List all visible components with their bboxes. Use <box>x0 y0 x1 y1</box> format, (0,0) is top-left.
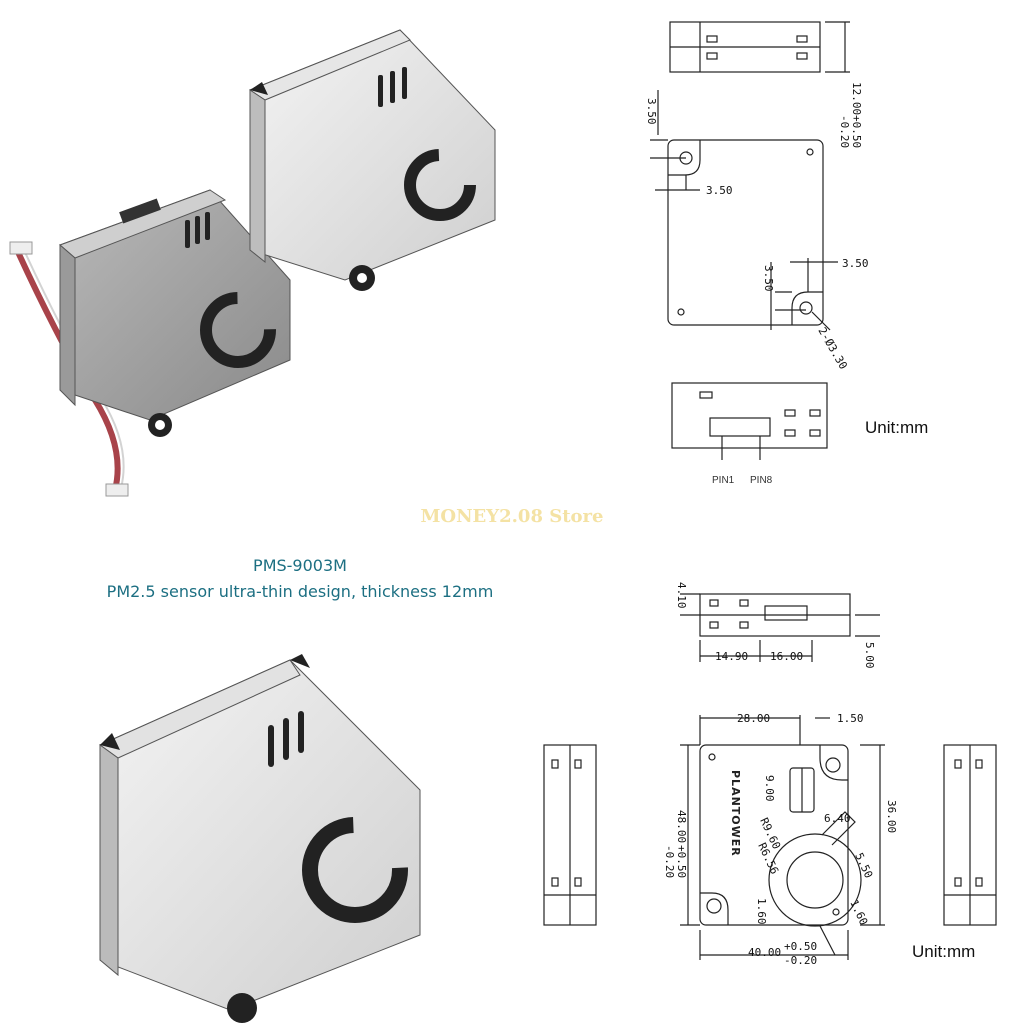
product-model: PMS-9003M <box>253 556 347 575</box>
dim-width-tol-minus: -0.20 <box>784 954 817 967</box>
dim-width-tol-plus: +0.50 <box>784 940 817 953</box>
dim-width-b: 16.00 <box>770 650 803 663</box>
dim-offset-right: 5.50 <box>852 851 875 881</box>
sensor-photo-dark <box>59 189 291 437</box>
dim-slot-width: 1.50 <box>837 712 864 725</box>
dim-fillet-a: 1.60 <box>755 898 768 925</box>
dim-thickness: 12.00 <box>850 82 863 115</box>
dim-thickness-tol-plus: +0.50 <box>850 115 863 148</box>
sensor-photo-large <box>99 654 421 1023</box>
dim-fillet-b: 1.60 <box>847 898 870 928</box>
dim-thickness-tol-minus: -0.20 <box>838 115 851 148</box>
dim-width-total: 40.00 <box>748 946 781 959</box>
pin8-label: PIN8 <box>750 475 773 486</box>
unit-label-bottom: Unit:mm <box>912 942 976 961</box>
dim-height-a: 4.10 <box>675 582 688 609</box>
brand-mark: PLANTOWER <box>729 770 742 857</box>
dim-hole-offset-c: 3.50 <box>762 265 775 292</box>
dim-width-a: 14.90 <box>715 650 748 663</box>
dim-hole-offset-a: 3.50 <box>645 98 658 125</box>
sensor-photo-light <box>248 29 496 291</box>
store-watermark: MONEY2.08 Store <box>421 506 604 527</box>
dim-top-width: 28.00 <box>737 712 770 725</box>
dim-height-b: 5.00 <box>863 642 876 669</box>
dim-height-tol-minus: -0.20 <box>663 845 676 878</box>
dim-slot-offset: 6.40 <box>824 812 851 825</box>
product-description: PM2.5 sensor ultra-thin design, thicknes… <box>106 582 494 601</box>
dim-height-right: 36.00 <box>885 800 898 833</box>
pin1-label: PIN1 <box>712 475 735 486</box>
dim-hole-offset-d: 3.50 <box>842 257 869 270</box>
unit-label-top: Unit:mm <box>865 418 929 437</box>
dim-slot-height: 9.00 <box>763 775 776 802</box>
dim-height-tol-plus: +0.50 <box>675 845 688 878</box>
dim-hole-offset-b: 3.50 <box>706 184 733 197</box>
dim-height-total: 48.00 <box>675 810 688 843</box>
